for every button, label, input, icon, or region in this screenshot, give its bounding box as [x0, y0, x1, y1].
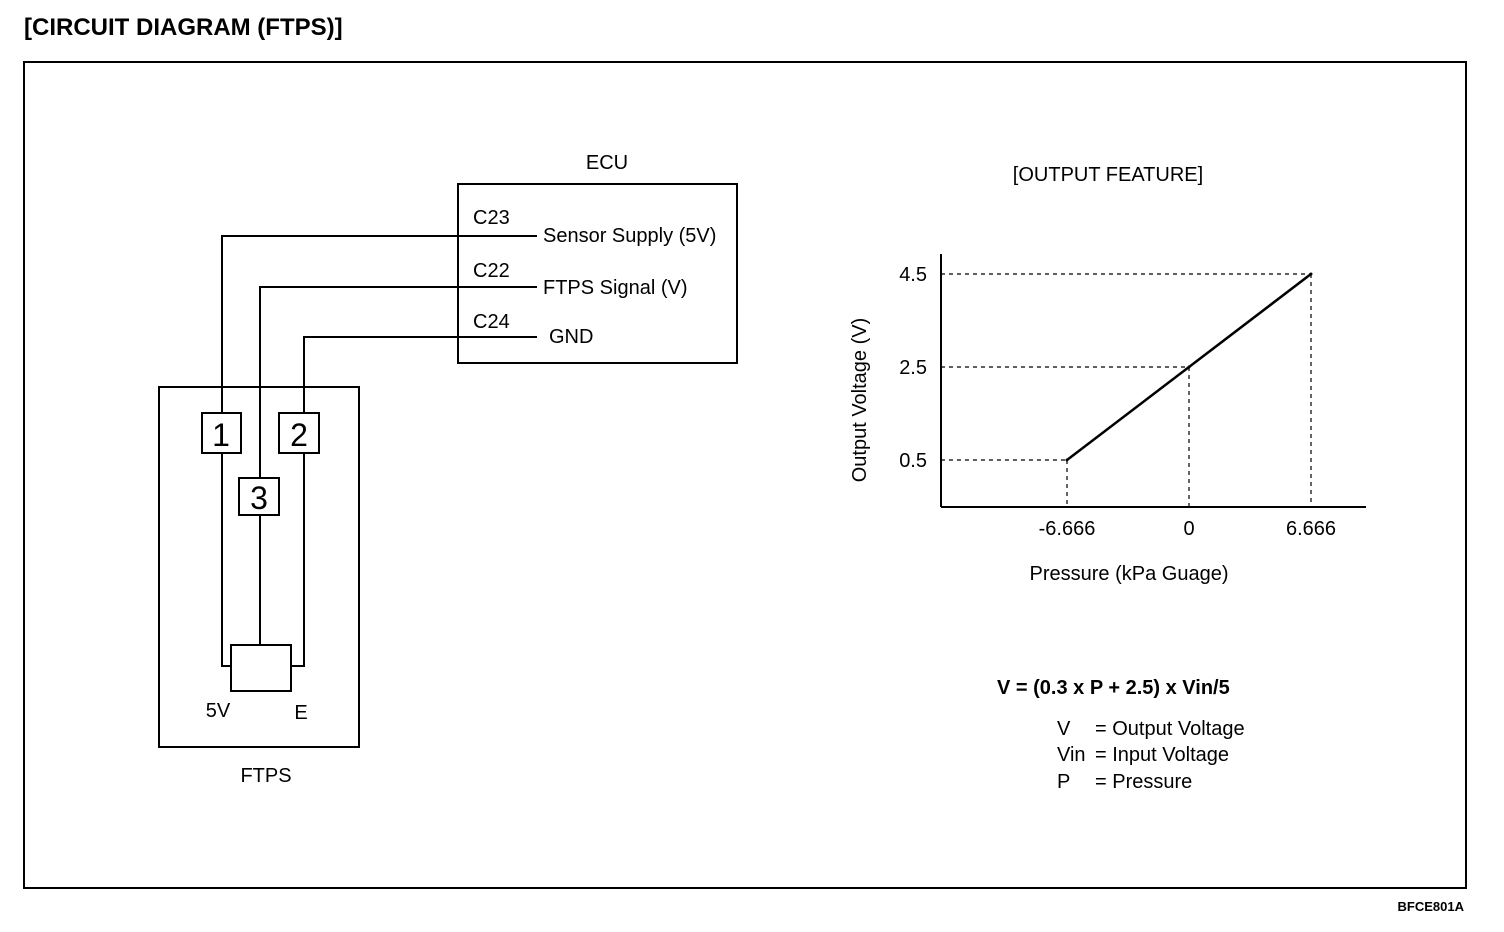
diagram-frame: [23, 61, 1467, 889]
chart-guides: [941, 273, 1312, 507]
ecu-label: ECU: [586, 152, 628, 174]
ecu-pin-name-ftps-signal: FTPS Signal (V): [543, 277, 687, 299]
legend-def-v: = Output Voltage: [1095, 718, 1245, 740]
wire-gnd: [303, 336, 537, 413]
ftps-terminal-3-label: 3: [250, 480, 268, 516]
ftps-sensor-element: [230, 644, 292, 692]
output-feature-title: [OUTPUT FEATURE]: [1013, 164, 1203, 186]
ecu-pin-code-c22: C22: [473, 260, 510, 282]
ecu-pin-code-c23: C23: [473, 207, 510, 229]
chart-marks: [1065, 272, 1313, 462]
data-point-1: [1187, 365, 1191, 369]
internal-wire-5v: [221, 453, 231, 667]
x-tick-label: 0: [1183, 518, 1194, 540]
x-tick-label: -6.666: [1039, 518, 1096, 540]
ecu-pin-name-gnd: GND: [549, 326, 593, 348]
chart-ticks: 4.5 2.5 0.5 -6.666 0 6.666: [899, 264, 1336, 540]
sensor-5v-label: 5V: [206, 700, 231, 722]
ftps-terminal-1-label: 1: [212, 417, 230, 453]
internal-wire-ground: [291, 453, 305, 667]
legend-def-vin: = Input Voltage: [1095, 744, 1229, 766]
output-feature-chart: 4.5 2.5 0.5 -6.666 0 6.666: [899, 254, 1366, 540]
page-title: [CIRCUIT DIAGRAM (FTPS)]: [24, 14, 343, 41]
wire-ftps-signal: [259, 286, 537, 478]
y-axis-label: Output Voltage (V): [849, 318, 871, 483]
ftps-terminal-2-label: 2: [290, 417, 308, 453]
legend-def-p: = Pressure: [1095, 771, 1192, 793]
legend-sym-p: P: [1057, 771, 1070, 793]
legend-sym-vin: Vin: [1057, 744, 1086, 766]
y-tick-label: 4.5: [899, 264, 927, 286]
ftps-label: FTPS: [240, 765, 291, 787]
formula-equation: V = (0.3 x P + 2.5) x Vin/5: [997, 677, 1230, 699]
ftps-box: [158, 386, 360, 748]
legend-sym-v: V: [1057, 718, 1071, 740]
x-tick-label: 6.666: [1286, 518, 1336, 540]
ecu-pin-code-c24: C24: [473, 311, 510, 333]
sensor-e-label: E: [294, 702, 307, 724]
data-point-2: [1309, 272, 1313, 276]
data-point-0: [1065, 458, 1069, 462]
ftps-terminal-2: [278, 412, 320, 454]
y-tick-label: 0.5: [899, 450, 927, 472]
y-tick-label: 2.5: [899, 357, 927, 379]
wire-sensor-supply: [221, 235, 537, 413]
figure-code: BFCE801A: [1398, 899, 1465, 914]
x-axis-label: Pressure (kPa Guage): [1030, 563, 1229, 585]
ecu-pin-name-sensor-supply: Sensor Supply (5V): [543, 225, 716, 247]
ecu-box: [457, 183, 738, 364]
